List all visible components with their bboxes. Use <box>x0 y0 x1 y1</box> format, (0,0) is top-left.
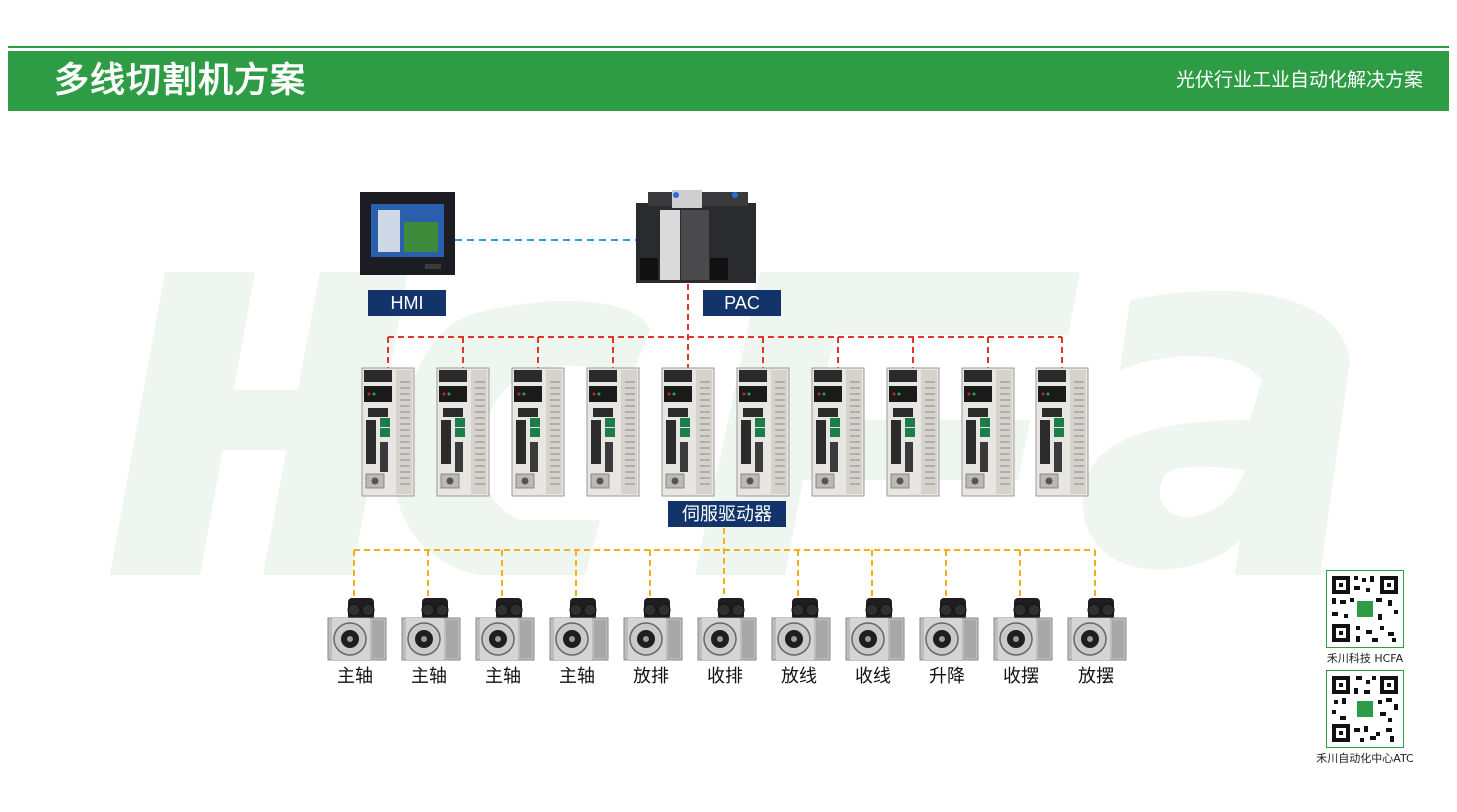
servo-drive <box>1035 367 1089 497</box>
servo-motor <box>327 597 387 661</box>
page-subtitle: 光伏行业工业自动化解决方案 <box>1175 69 1423 91</box>
servo-motor-row <box>327 597 1127 661</box>
motor-label: 主轴 <box>485 666 521 687</box>
hmi-label: HMI <box>368 290 446 316</box>
motor-label: 放排 <box>633 666 669 687</box>
servo-drive <box>736 367 790 497</box>
qr-code-atc <box>1325 669 1405 749</box>
qr-code-icon <box>1325 669 1405 749</box>
ethercat-bus <box>387 284 1063 370</box>
qr-caption-hcfa: 禾川科技 HCFA <box>1326 652 1404 665</box>
servo-drive <box>661 367 715 497</box>
motor-label: 放线 <box>781 666 817 687</box>
motor-label: 主轴 <box>337 666 373 687</box>
servo-drive <box>886 367 940 497</box>
header-bar: 多线切割机方案 光伏行业工业自动化解决方案 <box>8 51 1449 111</box>
motor-label: 主轴 <box>559 666 595 687</box>
servo-motor <box>1067 597 1127 661</box>
servo-motor <box>475 597 535 661</box>
qr-code-icon <box>1325 569 1405 649</box>
servo-drive <box>586 367 640 497</box>
servo-motor <box>845 597 905 661</box>
page-title: 多线切割机方案 <box>54 61 307 101</box>
servo-drive <box>511 367 565 497</box>
servo-drive <box>961 367 1015 497</box>
hmi-device-image <box>360 192 455 275</box>
qr-caption-atc: 禾川自动化中心ATC <box>1316 752 1414 765</box>
motor-label: 主轴 <box>411 666 447 687</box>
motor-label: 收排 <box>707 666 743 687</box>
servo-motor <box>549 597 609 661</box>
pac-device-image <box>636 190 756 283</box>
servo-motor <box>993 597 1053 661</box>
servo-drive-label: 伺服驱动器 <box>668 501 786 527</box>
motor-label: 收线 <box>855 666 891 687</box>
servo-drive-row <box>361 367 1089 497</box>
servo-motor <box>401 597 461 661</box>
servo-motor <box>697 597 757 661</box>
motor-label: 升降 <box>929 666 965 687</box>
servo-drive <box>436 367 490 497</box>
servo-motor <box>623 597 683 661</box>
header-top-rule <box>8 46 1449 48</box>
motor-label: 放摆 <box>1078 666 1114 687</box>
motor-label: 收摆 <box>1003 666 1039 687</box>
pac-label: PAC <box>703 290 781 316</box>
servo-drive <box>361 367 415 497</box>
servo-motor <box>919 597 979 661</box>
qr-code-hcfa <box>1325 569 1405 649</box>
servo-drive <box>811 367 865 497</box>
motor-bus <box>353 528 1096 598</box>
servo-motor <box>771 597 831 661</box>
